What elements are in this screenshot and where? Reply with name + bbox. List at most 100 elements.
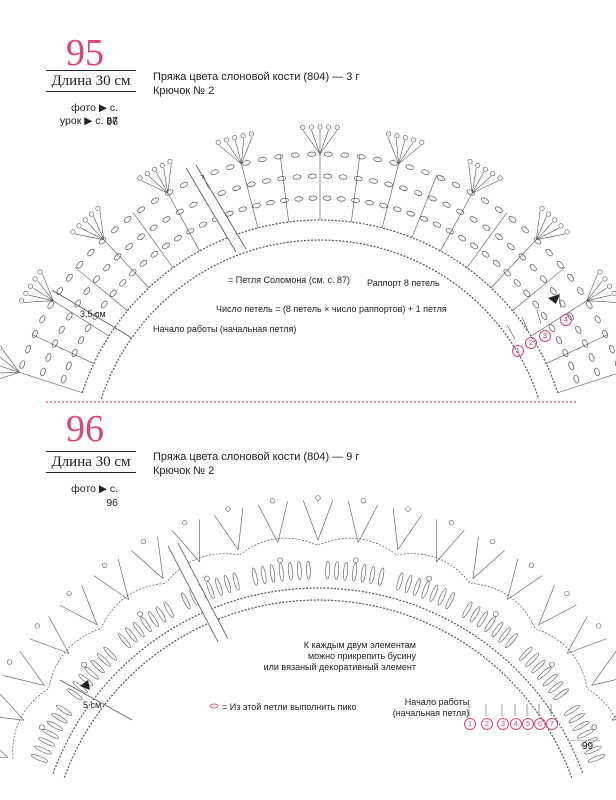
- chart-stroke: [586, 300, 593, 309]
- chart-stroke: [215, 139, 221, 145]
- chart-stroke: [38, 737, 56, 747]
- chart-stroke: [536, 221, 553, 240]
- chart-stroke: [456, 208, 465, 215]
- chart-stroke: [357, 504, 379, 543]
- chart-stroke: [495, 206, 503, 213]
- chart-stroke: [266, 200, 275, 206]
- chart-stroke: [586, 300, 616, 303]
- chart-stroke: [67, 688, 83, 701]
- chart-stroke: [413, 578, 421, 596]
- chart-stroke: [93, 275, 100, 283]
- chart-stroke: [482, 166, 488, 172]
- chart-stroke: [506, 558, 519, 600]
- chart-stroke: [405, 506, 411, 512]
- chart-stroke: [25, 344, 32, 354]
- chart-stroke: [58, 325, 65, 334]
- pattern-95-yarn: Пряжа цвета слоновой кости (804) — 3 г: [153, 71, 360, 83]
- chart-stroke: [59, 604, 98, 626]
- chart-stroke: [39, 315, 46, 324]
- chart-stroke: [173, 235, 182, 242]
- chart-stroke: [322, 195, 332, 201]
- row-marker: 1: [512, 345, 524, 357]
- chart-stroke: [492, 259, 501, 267]
- chart-stroke: [223, 137, 229, 143]
- row-marker: 4: [560, 314, 572, 326]
- chart-stroke: [166, 191, 200, 252]
- chart-stroke: [451, 181, 461, 188]
- chart-stroke: [562, 348, 569, 358]
- chart-stroke: [76, 223, 82, 229]
- row-marker: 5: [522, 718, 534, 730]
- pattern-96-yarn: Пряжа цвета слоновой кости (804) — 9 г: [153, 451, 360, 463]
- chart-stroke: [17, 371, 83, 394]
- chart-stroke: [269, 564, 276, 583]
- page-number: 99: [582, 741, 594, 752]
- chart-stroke: [398, 140, 405, 165]
- row-marker: 2: [481, 718, 493, 730]
- chart-stroke: [78, 673, 94, 687]
- chart-stroke: [280, 197, 289, 204]
- chart-stroke: [100, 300, 108, 309]
- chart-stroke: [360, 498, 366, 504]
- chart-stroke: [536, 233, 565, 240]
- chart-stroke: [533, 237, 542, 245]
- chart-stroke: [34, 623, 40, 629]
- pattern-96-hook: Крючок № 2: [153, 465, 215, 477]
- chart-stroke: [235, 140, 242, 165]
- chart-stroke: [419, 139, 425, 145]
- chart-stroke: [440, 191, 474, 252]
- chart-stroke: [396, 572, 404, 591]
- chart-stroke: [469, 606, 481, 623]
- chart-stroke: [477, 611, 489, 628]
- chart-stroke: [448, 520, 454, 526]
- chart-stroke: [307, 151, 317, 157]
- chart-stroke: [42, 729, 60, 739]
- chart-stroke: [37, 269, 43, 275]
- chart-stroke: [392, 507, 399, 550]
- chart-stroke: [76, 261, 84, 269]
- chart-stroke: [369, 178, 378, 184]
- chart-stroke: [399, 185, 408, 191]
- row-marker: 4: [510, 718, 522, 730]
- chart-stroke: [318, 537, 397, 555]
- chart-stroke: [0, 372, 20, 374]
- chart-stroke: [395, 138, 399, 164]
- chart-stroke: [597, 269, 603, 275]
- chart-stroke: [96, 653, 111, 667]
- chart-stroke: [66, 273, 73, 282]
- divider: [46, 451, 136, 452]
- chart-stroke: [426, 575, 432, 582]
- chart-stroke: [225, 506, 231, 512]
- chart-stroke: [177, 542, 229, 640]
- chart-stroke: [535, 628, 588, 688]
- pattern-96-bead-note-3: или вязаный декоративный элемент: [263, 662, 416, 672]
- chart-stroke: [419, 215, 429, 222]
- chart-stroke: [89, 211, 95, 217]
- chart-stroke: [241, 136, 253, 165]
- chart-stroke: [40, 367, 46, 377]
- chart-stroke: [262, 178, 271, 184]
- chart-stroke: [241, 160, 251, 166]
- chart-stroke: [505, 633, 518, 649]
- chart-stroke: [24, 300, 54, 303]
- chart-stroke: [186, 227, 195, 235]
- chart-stroke: [536, 210, 541, 240]
- chart-stroke: [351, 154, 361, 223]
- chart-stroke: [277, 501, 288, 543]
- chart-stroke: [125, 243, 133, 250]
- chart-stroke: [472, 180, 499, 194]
- chart-stroke: [0, 372, 20, 379]
- chart-stroke: [557, 373, 616, 394]
- chart-stroke: [218, 145, 242, 165]
- chart-stroke: [139, 259, 148, 267]
- chart-stroke: [181, 592, 191, 610]
- chart-stroke: [137, 206, 145, 213]
- pattern-96-length: Длина 30 см: [51, 454, 131, 470]
- pattern-96-photo-ref: фото ▶ с. 96: [71, 483, 118, 509]
- chart-stroke: [528, 562, 534, 568]
- pattern-95-formula: Число петель = (8 петель × число раппорт…: [216, 304, 447, 314]
- chart-stroke: [300, 124, 306, 130]
- chart-stroke: [87, 248, 95, 257]
- chart-stroke: [442, 201, 451, 208]
